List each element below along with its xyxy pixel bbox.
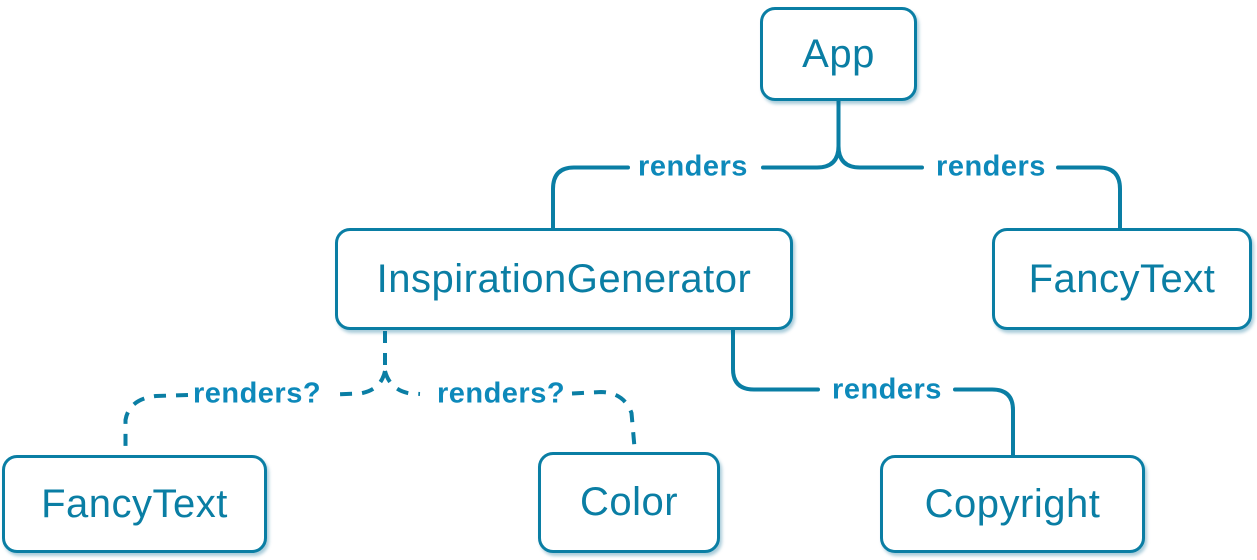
edge-label-inspirationgenerator-copyright: renders (832, 373, 942, 406)
node-copyright-label: Copyright (924, 481, 1101, 526)
node-app-label: App (802, 31, 875, 76)
node-color: Color (538, 452, 720, 553)
edge-inspirationgenerator-to-copyright-a (731, 327, 820, 392)
edge-inspirationgenerator-to-fancytext-b (123, 393, 189, 456)
node-fancy-text-top-label: FancyText (1028, 256, 1216, 301)
node-app: App (760, 7, 917, 101)
node-inspiration-generator-label: InspirationGenerator (376, 256, 752, 301)
edge-inspirationgenerator-to-color-b (571, 389, 637, 454)
edge-app-to-fancytext-a (836, 144, 924, 170)
node-inspiration-generator: InspirationGenerator (335, 228, 793, 330)
edge-inspirationgenerator-to-color-a (383, 370, 421, 396)
node-fancy-text-bottom: FancyText (2, 455, 267, 553)
node-color-label: Color (579, 480, 679, 524)
edge-app-to-fancytext-b (1056, 165, 1122, 231)
edge-app-to-inspirationgenerator-b (551, 165, 630, 231)
edge-label-inspirationgenerator-fancytext: renders? (192, 377, 322, 410)
edge-inspirationgenerator-to-copyright-b (953, 387, 1015, 458)
edge-label-app-fancytext: renders (936, 150, 1046, 183)
node-fancy-text-bottom-label: FancyText (41, 481, 228, 526)
edge-app-to-inspirationgenerator-a (761, 99, 841, 170)
edge-label-inspirationgenerator-color: renders? (436, 377, 566, 410)
node-copyright: Copyright (880, 455, 1145, 553)
edge-inspirationgenerator-to-fancytext-a (331, 370, 387, 397)
node-fancy-text-top: FancyText (992, 228, 1252, 330)
edge-label-app-inspirationgenerator: renders (638, 150, 748, 183)
